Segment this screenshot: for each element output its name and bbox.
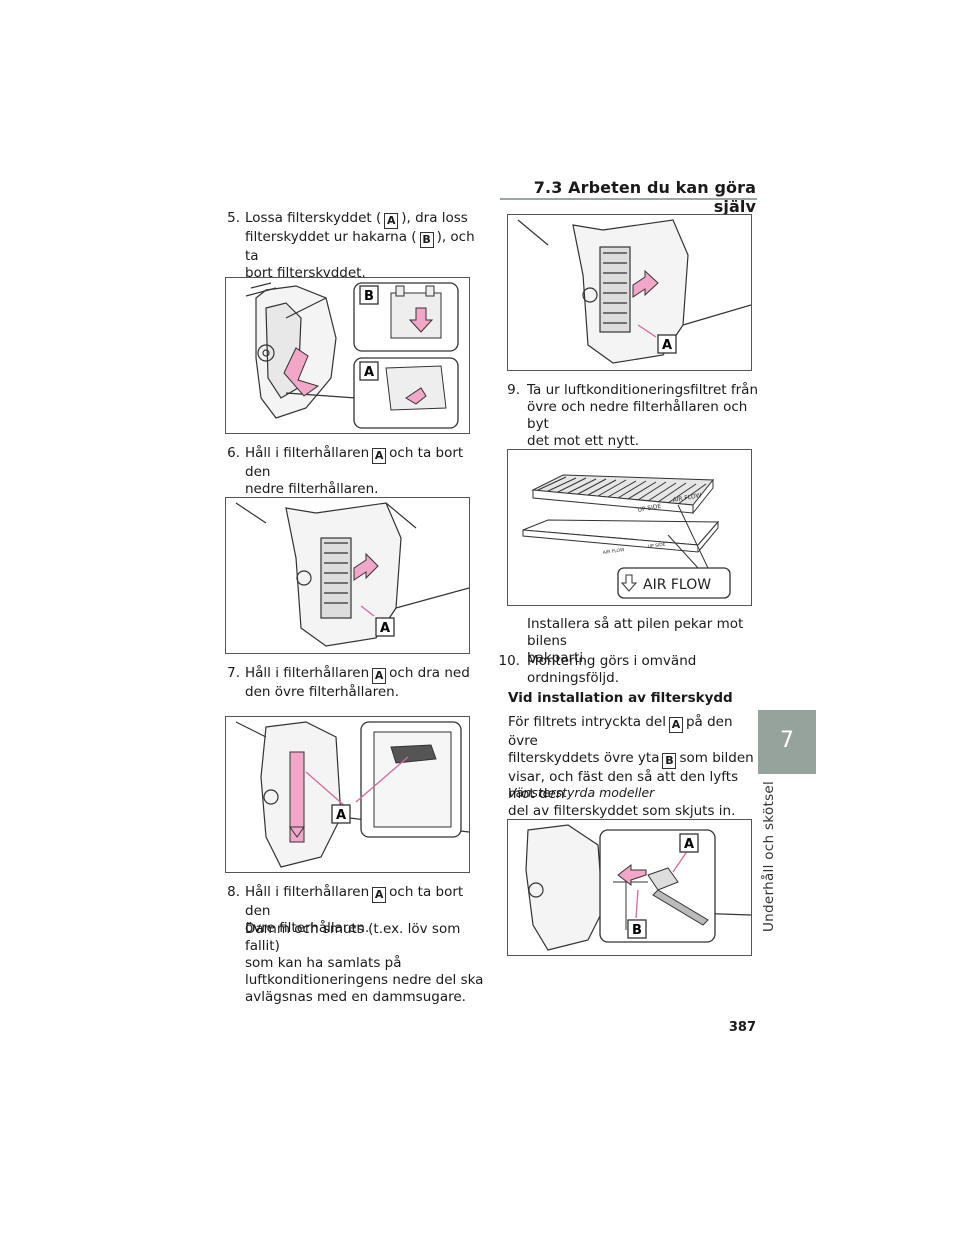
step-6-line: och ta bort den (245, 445, 464, 480)
chapter-label-text: Underhåll och skötsel (761, 780, 777, 932)
figure-lower-holder: A (225, 497, 470, 654)
fig2-label-a: A (380, 621, 390, 636)
step-7-line: och dra ned (389, 665, 470, 681)
step-8-number: 8. (227, 884, 240, 900)
step-8-note-line: Damm och smuts (t.ex. löv som fallit) (245, 921, 461, 954)
figure-lhd-cover: A B (507, 819, 752, 956)
step-9-line: Ta ur luftkonditioneringsfiltret från (527, 382, 759, 398)
fig6-label-a: A (684, 837, 694, 852)
step-7-line: den övre filterhållaren. (245, 684, 399, 700)
figure-upper-holder: A (225, 716, 470, 873)
chapter-number: 7 (780, 728, 794, 753)
step-10-line: ordningsföljd. (527, 670, 619, 686)
fig1-label-a: A (364, 365, 374, 380)
holder-airflow-text: AIR FLOW (602, 547, 625, 556)
step-8-line: och ta bort den (245, 884, 464, 919)
step-8-note-line: luftkonditioneringens nedre del ska (245, 972, 484, 988)
badge-a: A (372, 668, 387, 684)
step-8-note-line: som kan ha samlats på (245, 955, 402, 971)
step-9-number: 9. (507, 382, 520, 398)
fig4-label-a: A (662, 338, 672, 353)
step-5-line: filterskyddet ur hakarna ( (245, 229, 417, 245)
step-8-line: övre filterhållaren. (245, 920, 370, 936)
step-5-line: ), och ta (245, 229, 475, 264)
body-line: som bilden (679, 750, 754, 766)
install-note-line: bakparti. (527, 650, 588, 666)
filter-airflow-text: AIR FLOW (672, 492, 702, 504)
fig6-label-b: B (632, 923, 642, 938)
step-5-number: 5. (227, 210, 240, 226)
step-8-line: Håll i filterhållaren (245, 884, 370, 900)
badge-a: A (372, 887, 387, 903)
chapter-label: Underhåll och skötsel (761, 780, 791, 942)
body-line: För filtrets intryckta del (508, 714, 666, 730)
step-5-line: ), dra loss (401, 210, 468, 226)
section-title: 7.3 Arbeten du kan göra själv (533, 178, 756, 216)
figure-lower-holder-2: A (507, 214, 752, 371)
step-7-line: Håll i filterhållaren (245, 665, 370, 681)
badge-b: B (662, 753, 677, 769)
figure-remove-cover: B A (225, 277, 470, 434)
step-10-number: 10. (498, 653, 520, 669)
step-8-note-line: avlägsnas med en dammsugare. (245, 989, 466, 1005)
badge-b: B (419, 232, 434, 248)
header-rule (500, 198, 757, 200)
step-10-text: Montering görs i omvänd ordningsföljd. (527, 653, 762, 687)
body-line: visar, och fäst den så att den lyfts mot… (508, 769, 739, 802)
step-8-note: Damm och smuts (t.ex. löv som fallit) so… (245, 921, 485, 1006)
step-9-line: övre och nedre filterhållaren och byt (527, 399, 748, 432)
install-note-line: Installera så att pilen pekar mot bilens (527, 616, 744, 649)
body-line: filterskyddets övre yta (508, 750, 660, 766)
step-9-line: det mot ett nytt. (527, 433, 640, 449)
step-7-number: 7. (227, 665, 240, 681)
subheading-filter-cover: Vid installation av filterskydd (508, 690, 733, 706)
step-5-text: Lossa filterskyddet (A), dra loss filter… (245, 210, 475, 282)
badge-a: A (668, 717, 683, 733)
step-6-line: nedre filterhållaren. (245, 481, 379, 497)
chapter-tab (758, 710, 816, 774)
holder-upside-text: UP SIDE (647, 542, 666, 550)
fig1-label-b: B (364, 289, 374, 304)
body-line: del av filterskyddet som skjuts in. (508, 803, 736, 819)
fig3-label-a: A (336, 808, 346, 823)
figure-air-filter: UP SIDE AIR FLOW UP SIDE AIR FLOW AIR FL… (507, 449, 752, 606)
page-number: 387 (728, 1020, 756, 1035)
badge-a: A (384, 213, 399, 229)
step-6-line: Håll i filterhållaren (245, 445, 370, 461)
install-note: Installera så att pilen pekar mot bilens… (527, 616, 762, 667)
body-line: på den övre (508, 714, 733, 749)
filter-upside-text: UP SIDE (637, 503, 662, 514)
step-5-line: Lossa filterskyddet ( (245, 210, 382, 226)
airflow-label: AIR FLOW (643, 577, 711, 593)
badge-a: A (372, 448, 387, 464)
step-6-number: 6. (227, 445, 240, 461)
caption-lhd: Vänsterstyrda modeller (508, 785, 655, 800)
step-10-line: Montering görs i omvänd (527, 653, 697, 669)
step-9-text: Ta ur luftkonditioneringsfiltret från öv… (527, 382, 762, 450)
